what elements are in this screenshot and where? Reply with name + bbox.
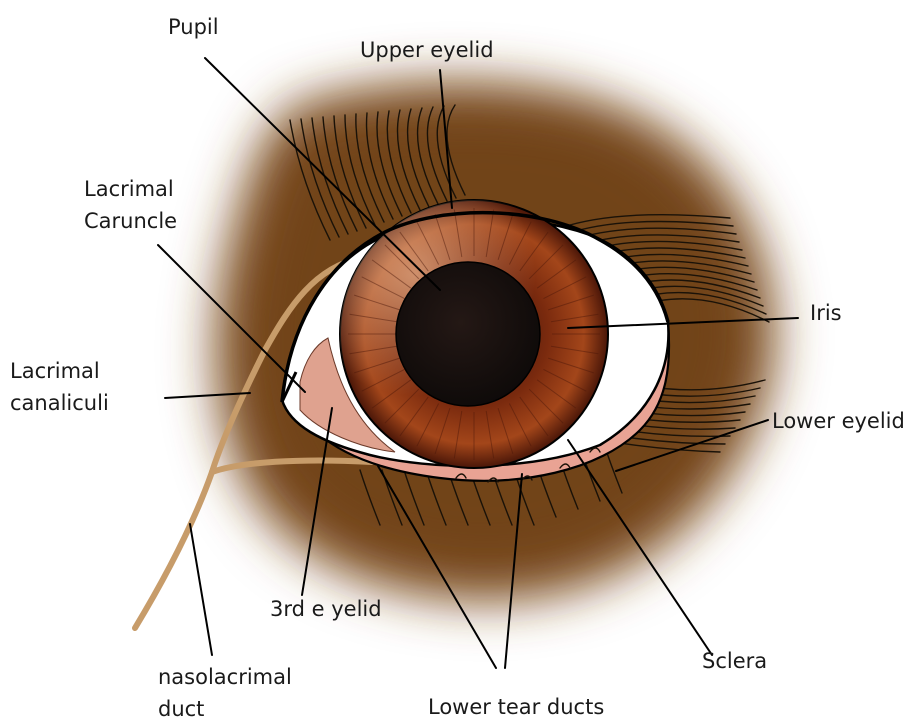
- label-lacrimal-caruncle-line2: Caruncle: [84, 209, 177, 233]
- pupil: [396, 262, 540, 406]
- label-nasolacrimal-duct-line2: duct: [158, 697, 204, 720]
- label-nasolacrimal-duct-line1: nasolacrimal: [158, 665, 292, 689]
- label-lacrimal-canaliculi-line2: canaliculi: [10, 391, 109, 415]
- label-third-eyelid: 3rd e yelid: [270, 597, 382, 621]
- nasolacrimal-duct: [135, 472, 212, 628]
- label-upper-eyelid: Upper eyelid: [360, 38, 494, 62]
- label-pupil: Pupil: [168, 15, 219, 39]
- label-sclera: Sclera: [702, 649, 767, 673]
- label-iris: Iris: [810, 301, 842, 325]
- label-lacrimal-canaliculi-line1: Lacrimal: [10, 359, 100, 383]
- label-lower-tear-ducts: Lower tear ducts: [428, 695, 604, 719]
- nasolacrimal-duct-leader: [190, 524, 212, 655]
- label-lacrimal-caruncle-line1: Lacrimal: [84, 177, 174, 201]
- label-lower-eyelid: Lower eyelid: [772, 409, 905, 433]
